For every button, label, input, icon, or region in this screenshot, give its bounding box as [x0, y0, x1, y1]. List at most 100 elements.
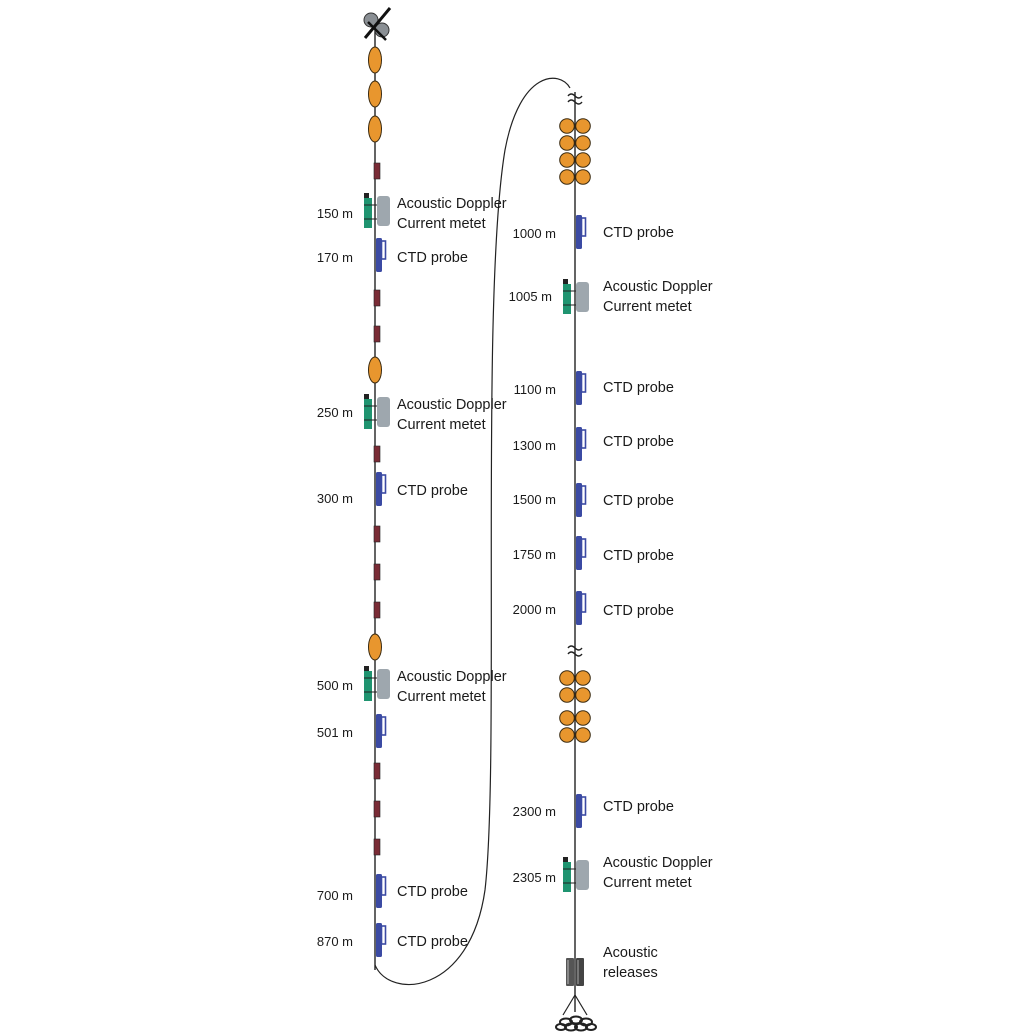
- depth-label: 1100 m: [514, 382, 556, 397]
- instrument-ctd-1750m: 1750 m CTD probe: [513, 535, 674, 571]
- instrument-label: Acoustic Doppler: [397, 397, 507, 413]
- instrument-adcp-500m: 500 m Acoustic Doppler Current metet: [317, 666, 507, 705]
- instrument-label: Current metet: [603, 299, 692, 315]
- instrument-adcp-250m: 250 m Acoustic Doppler Current metet: [317, 394, 507, 433]
- depth-label: 700 m: [317, 888, 353, 903]
- acoustic-release-icon: [566, 958, 584, 986]
- instrument-label: Current metet: [397, 216, 486, 232]
- line-break-mark: [567, 93, 583, 105]
- depth-label: 1005 m: [509, 289, 552, 304]
- depth-label: 1000 m: [513, 226, 556, 241]
- buoyancy-ball-icon: [575, 710, 591, 726]
- buoyancy-ball-icon: [575, 118, 591, 134]
- ctd-probe-icon: [575, 793, 587, 829]
- depth-label: 501 m: [317, 725, 353, 740]
- adcp-icon: [563, 857, 590, 893]
- connecting-cable: [374, 77, 571, 986]
- depth-label: 150 m: [317, 206, 353, 221]
- instrument-label: CTD probe: [603, 548, 674, 564]
- surface-beacon-icon: [363, 7, 392, 41]
- depth-label: 2000 m: [513, 602, 556, 617]
- instrument-label: CTD probe: [397, 250, 468, 266]
- depth-label: 250 m: [317, 405, 353, 420]
- instrument-label: CTD probe: [603, 603, 674, 619]
- instrument-label: CTD probe: [603, 380, 674, 396]
- buoyancy-ball-icon: [559, 670, 575, 686]
- buoyancy-ball-icon: [559, 169, 575, 185]
- buoyancy-ball-icon: [559, 710, 575, 726]
- buoyancy-ball-icon: [559, 152, 575, 168]
- instrument-ctd-300m: 300 m CTD probe: [317, 471, 468, 507]
- instrument-ctd-870m: 870 m CTD probe: [317, 922, 468, 958]
- instrument-label: Current metet: [397, 689, 486, 705]
- depth-label: 2300 m: [513, 804, 556, 819]
- ctd-probe-icon: [575, 482, 587, 518]
- instrument-label: CTD probe: [603, 799, 674, 815]
- temperature-sensor-icon: [373, 162, 381, 180]
- instrument-label: CTD probe: [397, 884, 468, 900]
- buoyancy-ball-icon: [575, 169, 591, 185]
- instrument-label: CTD probe: [603, 434, 674, 450]
- instrument-label: releases: [603, 965, 658, 981]
- ctd-probe-icon: [575, 535, 587, 571]
- buoyancy-ball-icon: [575, 135, 591, 151]
- instrument-label: Acoustic Doppler: [603, 855, 713, 871]
- buoyancy-float-icon: [368, 356, 382, 384]
- ctd-probe-icon: [575, 590, 587, 626]
- instrument-label: Acoustic Doppler: [603, 279, 713, 295]
- depth-label: 1750 m: [513, 547, 556, 562]
- adcp-icon: [364, 394, 391, 430]
- instrument-ctd-170m: 170 m CTD probe: [317, 237, 468, 273]
- instrument-label: CTD probe: [603, 225, 674, 241]
- buoyancy-ball-icon: [559, 687, 575, 703]
- ctd-probe-icon: [375, 713, 387, 749]
- ctd-probe-icon: [575, 426, 587, 462]
- instrument-adcp-1005m: 1005 m Acoustic Doppler Current metet: [509, 279, 713, 315]
- instrument-label: CTD probe: [603, 493, 674, 509]
- adcp-icon: [364, 666, 391, 702]
- buoyancy-float-icon: [368, 46, 382, 74]
- instrument-ctd-501m: 501 m: [317, 713, 387, 749]
- ctd-probe-icon: [575, 370, 587, 406]
- instrument-ctd-1500m: 1500 m CTD probe: [513, 482, 674, 518]
- temperature-sensor-icon: [373, 325, 381, 343]
- instrument-label: Acoustic: [603, 945, 658, 961]
- acoustic-releases: Acoustic releases: [566, 945, 658, 986]
- instrument-ctd-1300m: 1300 m CTD probe: [513, 426, 674, 462]
- temperature-sensor-icon: [373, 289, 381, 307]
- instrument-ctd-2300m: 2300 m CTD probe: [513, 793, 674, 829]
- temperature-sensor-icon: [373, 525, 381, 543]
- temperature-sensor-icon: [373, 563, 381, 581]
- instrument-label: CTD probe: [397, 483, 468, 499]
- temperature-sensor-icon: [373, 838, 381, 856]
- ctd-probe-icon: [575, 214, 587, 250]
- instrument-label: Acoustic Doppler: [397, 196, 507, 212]
- instrument-ctd-1000m: 1000 m CTD probe: [513, 214, 674, 250]
- depth-label: 500 m: [317, 678, 353, 693]
- instrument-adcp-2305m: 2305 m Acoustic Doppler Current metet: [513, 855, 713, 893]
- temperature-sensor-icon: [373, 601, 381, 619]
- ctd-probe-icon: [375, 471, 387, 507]
- buoyancy-ball-icon: [575, 727, 591, 743]
- temperature-sensor-icon: [373, 762, 381, 780]
- buoyancy-ball-icon: [559, 727, 575, 743]
- anchor-chain-icon: [555, 994, 597, 1032]
- instrument-ctd-700m: 700 m CTD probe: [317, 873, 468, 909]
- instrument-ctd-1100m: 1100 m CTD probe: [514, 370, 674, 406]
- instrument-adcp-150m: 150 m Acoustic Doppler Current metet: [317, 193, 507, 232]
- buoyancy-ball-icon: [575, 152, 591, 168]
- depth-label: 1500 m: [513, 492, 556, 507]
- depth-label: 170 m: [317, 250, 353, 265]
- ctd-probe-icon: [375, 873, 387, 909]
- depth-label: 300 m: [317, 491, 353, 506]
- line-break-mark: [567, 645, 583, 657]
- buoyancy-ball-icon: [575, 670, 591, 686]
- adcp-icon: [364, 193, 391, 229]
- ctd-probe-icon: [375, 922, 387, 958]
- buoyancy-ball-icon: [559, 135, 575, 151]
- buoyancy-float-icon: [368, 80, 382, 108]
- instrument-label: Acoustic Doppler: [397, 669, 507, 685]
- instrument-label: Current metet: [603, 875, 692, 891]
- temperature-sensor-icon: [373, 800, 381, 818]
